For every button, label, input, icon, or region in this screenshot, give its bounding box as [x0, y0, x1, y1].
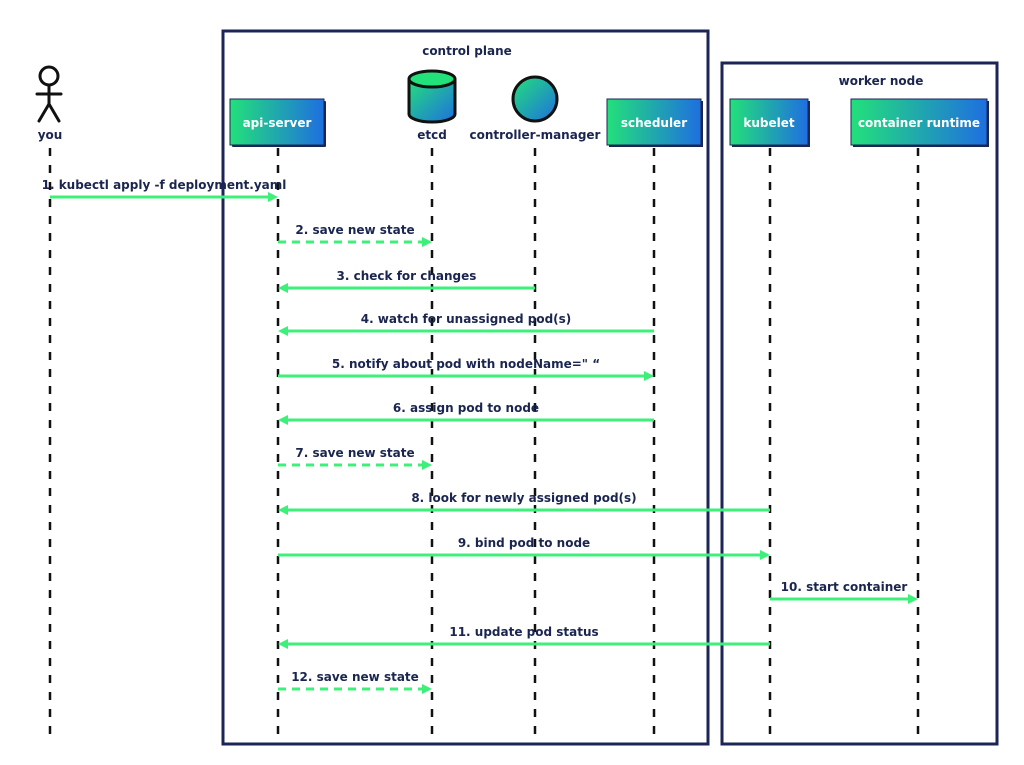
- arrowhead-icon: [268, 192, 278, 202]
- messages: 1. kubectl apply -f deployment.yaml 2. sa…: [42, 178, 918, 694]
- message-label: 6. assign pod to node: [393, 401, 539, 415]
- participant-kubelet: kubelet: [729, 98, 810, 147]
- arrowhead-icon: [422, 237, 432, 247]
- message-label: 4. watch for unassigned pod(s): [361, 312, 572, 326]
- message-12: 12. save new state: [278, 670, 432, 694]
- participant-scheduler: scheduler: [606, 98, 703, 147]
- message-label: 8. look for newly assigned pod(s): [411, 491, 636, 505]
- lifelines: [48, 148, 920, 736]
- participant-scheduler-label: scheduler: [621, 116, 687, 130]
- message-8: 8. look for newly assigned pod(s): [278, 491, 770, 515]
- message-11: 11. update pod status: [278, 625, 770, 649]
- message-1: 1. kubectl apply -f deployment.yaml: [42, 178, 287, 202]
- arrowhead-icon: [278, 326, 288, 336]
- message-label: 10. start container: [781, 580, 908, 594]
- participant-api-server: api-server: [229, 98, 326, 147]
- message-9: 9. bind pod to node: [278, 536, 770, 560]
- message-10: 10. start container: [770, 580, 918, 604]
- participant-container-runtime: container runtime: [850, 98, 989, 147]
- participant-etcd-label: etcd: [417, 128, 447, 142]
- arrowhead-icon: [278, 639, 288, 649]
- worker-node-frame: [720, 61, 999, 746]
- arrowhead-icon: [422, 460, 432, 470]
- message-label: 3. check for changes: [337, 269, 477, 283]
- arrowhead-icon: [908, 594, 918, 604]
- arrowhead-icon: [644, 371, 654, 381]
- message-2: 2. save new state: [278, 223, 432, 247]
- participant-container-runtime-label: container runtime: [858, 116, 980, 130]
- arrowhead-icon: [278, 415, 288, 425]
- message-5: 5. notify about pod with nodeName=" “: [278, 357, 654, 381]
- actor-you-label: you: [38, 128, 63, 142]
- arrowhead-icon: [278, 505, 288, 515]
- message-6: 6. assign pod to node: [278, 401, 654, 425]
- participant-controller-manager-label: controller-manager: [470, 128, 601, 142]
- message-label: 11. update pod status: [449, 625, 598, 639]
- message-label: 7. save new state: [295, 446, 414, 460]
- message-label: 5. notify about pod with nodeName=" “: [332, 357, 600, 371]
- arrowhead-icon: [278, 283, 288, 293]
- participant-api-server-label: api-server: [243, 116, 312, 130]
- message-label: 2. save new state: [295, 223, 414, 237]
- message-4: 4. watch for unassigned pod(s): [278, 312, 654, 336]
- controller-manager-icon: [511, 75, 559, 123]
- control-plane-label: control plane: [422, 44, 512, 58]
- arrowhead-icon: [422, 684, 432, 694]
- database-icon: [407, 69, 457, 124]
- worker-node-label: worker node: [839, 74, 924, 88]
- arrowhead-icon: [760, 550, 770, 560]
- message-3: 3. check for changes: [278, 269, 535, 293]
- message-7: 7. save new state: [278, 446, 432, 470]
- message-label: 1. kubectl apply -f deployment.yaml: [42, 178, 287, 192]
- message-label: 12. save new state: [291, 670, 419, 684]
- message-label: 9. bind pod to node: [458, 536, 590, 550]
- stick-figure-icon: [35, 65, 63, 123]
- control-plane-frame: [221, 29, 710, 746]
- participant-kubelet-label: kubelet: [743, 116, 795, 130]
